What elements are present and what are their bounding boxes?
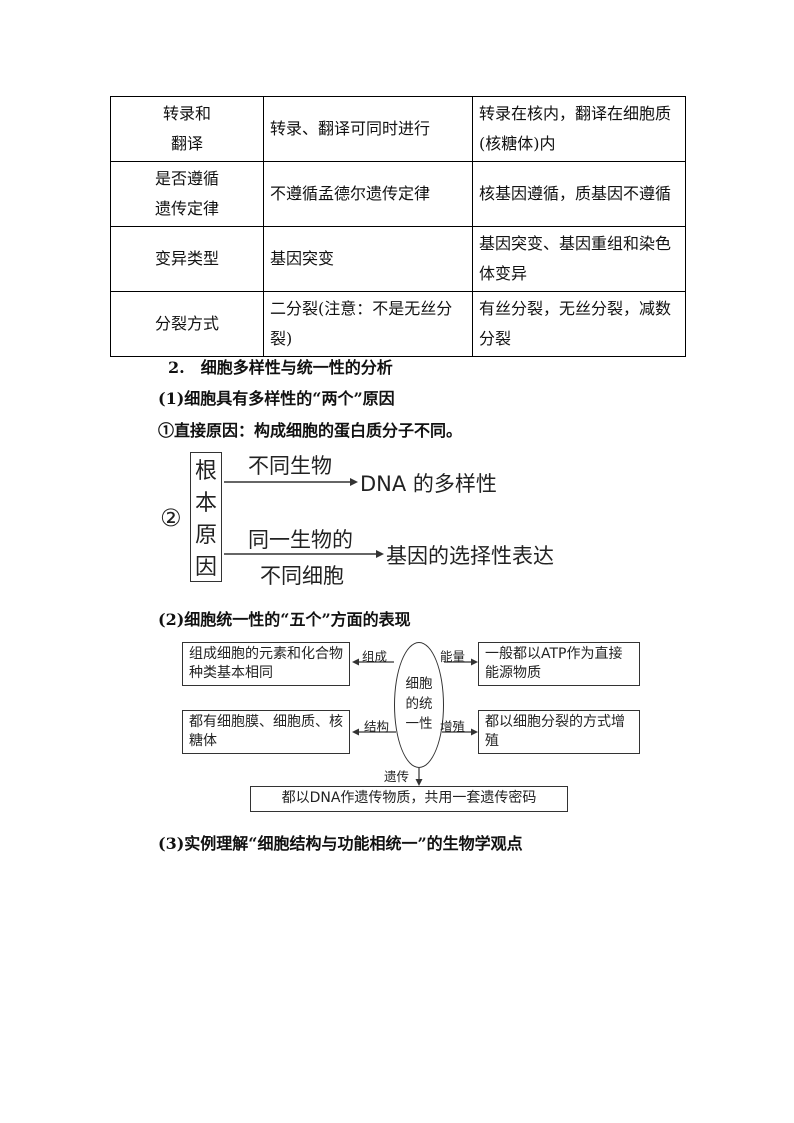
table-cell: 转录、翻译可同时进行 <box>263 96 473 162</box>
table-cell: 有丝分裂，无丝分裂，减数分裂 <box>472 291 686 357</box>
heredity-box: 都以DNA作遗传物质，共用一套遗传密码 <box>250 786 568 812</box>
energy-box: 一般都以ATP作为直接能源物质 <box>478 642 640 686</box>
subheading-unity: (2)细胞统一性的“五个”方面的表现 <box>158 610 411 629</box>
root-char: 原 <box>194 523 217 548</box>
direct-cause-text: ①直接原因：构成细胞的蛋白质分子不同。 <box>158 421 463 440</box>
comparison-table: 转录和 翻译 转录、翻译可同时进行 转录在核内，翻译在细胞质(核糖体)内 是否遵… <box>110 96 686 357</box>
table-cell: 转录在核内，翻译在细胞质(核糖体)内 <box>472 96 686 162</box>
label-proliferation: 增殖 <box>440 719 466 734</box>
arrow2-label-bottom: 不同细胞 <box>260 564 344 588</box>
table-row: 是否遵循 遗传定律 不遵循孟德尔遗传定律 核基因遵循，质基因不遵循 <box>110 161 686 227</box>
root-char: 本 <box>194 491 217 516</box>
circled-two-marker: ② <box>160 504 182 532</box>
table-cell: 分裂方式 <box>110 291 264 357</box>
composition-box: 组成细胞的元素和化合物种类基本相同 <box>182 642 350 686</box>
table-cell: 二分裂(注意：不是无丝分裂) <box>263 291 473 357</box>
gene-expression-text: 基因的选择性表达 <box>386 544 554 568</box>
label-structure: 结构 <box>364 719 390 734</box>
cell-unity-label: 细胞 的统 一性 <box>405 676 433 732</box>
label-heredity: 遗传 <box>384 769 410 784</box>
dna-diversity-text: DNA 的多样性 <box>360 472 497 496</box>
root-char: 根 <box>194 459 217 484</box>
arrows-svg <box>224 478 384 558</box>
structure-box: 都有细胞膜、细胞质、核糖体 <box>182 710 350 754</box>
arrow-head <box>376 550 384 558</box>
table-row: 分裂方式 二分裂(注意：不是无丝分裂) 有丝分裂，无丝分裂，减数分裂 <box>110 291 686 357</box>
table-cell: 是否遵循 遗传定律 <box>110 161 264 227</box>
arrow1-label: 不同生物 <box>248 454 332 478</box>
subheading-structure-function: (3)实例理解“细胞结构与功能相统一”的生物学观点 <box>158 834 523 853</box>
unity-arrows-svg <box>352 658 478 786</box>
table-cell: 基因突变 <box>263 226 473 292</box>
table-cell: 不遵循孟德尔遗传定律 <box>263 161 473 227</box>
root-char: 因 <box>194 555 217 580</box>
cell-unity-diagram: 组成细胞的元素和化合物种类基本相同 一般都以ATP作为直接能源物质 都有细胞膜、… <box>178 638 643 816</box>
cell-unity-ellipse <box>394 642 444 768</box>
table-cell: 转录和 翻译 <box>110 96 264 162</box>
proliferation-box: 都以细胞分裂的方式增殖 <box>478 710 640 754</box>
table-cell: 基因突变、基因重组和染色体变异 <box>472 226 686 292</box>
root-cause-box: 根 本 原 因 <box>190 452 222 582</box>
table-cell: 核基因遵循，质基因不遵循 <box>472 161 686 227</box>
section-heading: 2. 细胞多样性与统一性的分析 <box>168 358 393 377</box>
root-cause-figure: ② 根 本 原 因 不同生物 DNA 的多样性 同一生物的 基因的选择性表达 不… <box>160 450 630 588</box>
arrow2-label-top: 同一生物的 <box>248 528 353 552</box>
label-composition: 组成 <box>362 649 388 664</box>
label-energy: 能量 <box>440 649 466 664</box>
arrow-head <box>350 478 358 486</box>
table-cell: 变异类型 <box>110 226 264 292</box>
table-row: 转录和 翻译 转录、翻译可同时进行 转录在核内，翻译在细胞质(核糖体)内 <box>110 96 686 162</box>
subheading-diversity: (1)细胞具有多样性的“两个”原因 <box>158 389 395 408</box>
table-row: 变异类型 基因突变 基因突变、基因重组和染色体变异 <box>110 226 686 292</box>
